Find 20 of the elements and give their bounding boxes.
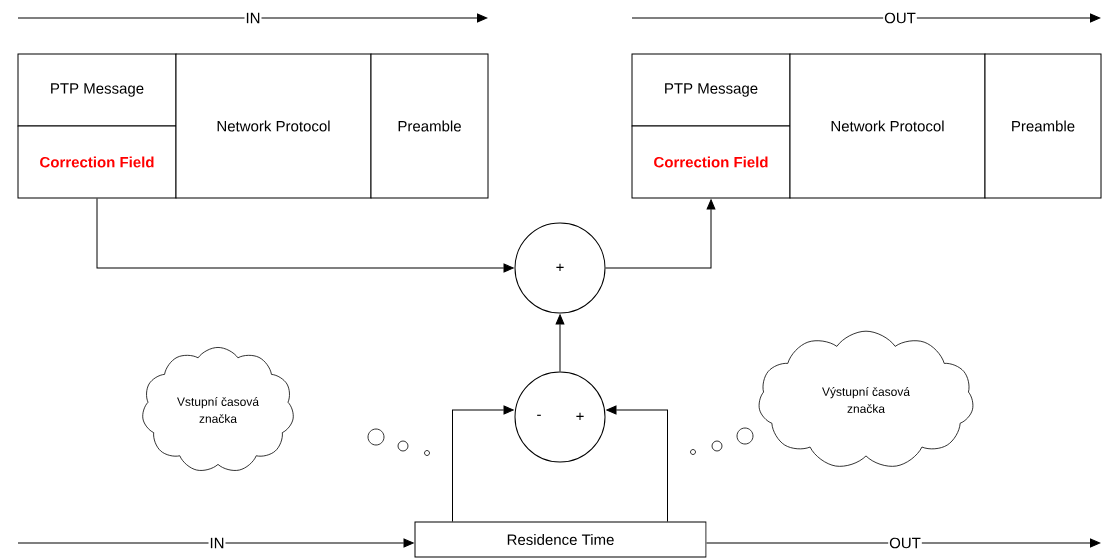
flow-label: OUT xyxy=(883,11,917,25)
arrow xyxy=(17,538,414,548)
thought-cloud: Vstupní časová značka xyxy=(142,347,294,471)
arrow xyxy=(606,405,668,522)
frame-cell: Preamble xyxy=(984,53,1102,199)
arrow xyxy=(452,405,514,522)
arrow xyxy=(96,198,514,273)
edge-label: OUT xyxy=(888,536,922,550)
arrow xyxy=(706,538,1101,548)
frame-cell: Correction Field xyxy=(17,125,177,199)
arrow xyxy=(555,314,565,372)
frame-cell: Correction Field xyxy=(631,125,791,199)
frame-cell: Preamble xyxy=(370,53,489,199)
edge-label: IN xyxy=(208,536,226,550)
frame-cell: PTP Message xyxy=(631,53,791,127)
thought-cloud: Výstupní časová značka xyxy=(758,330,974,467)
frame-cell: PTP Message xyxy=(17,53,177,127)
residence-time-box: Residence Time xyxy=(414,521,707,558)
flow-label: IN xyxy=(244,11,262,25)
arrow xyxy=(605,199,716,269)
